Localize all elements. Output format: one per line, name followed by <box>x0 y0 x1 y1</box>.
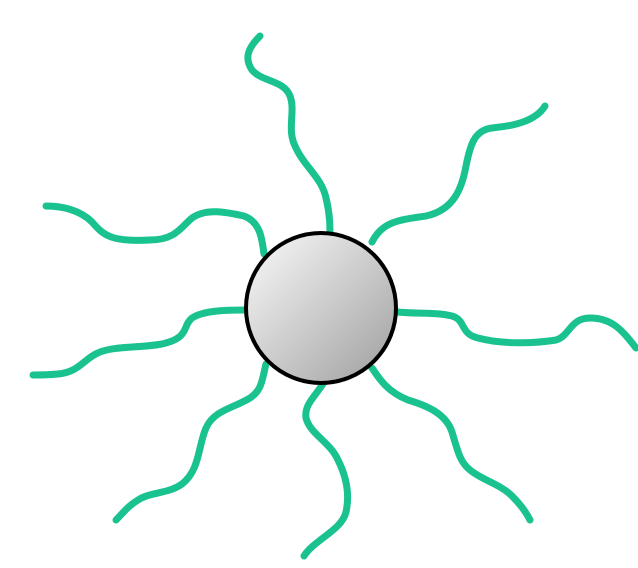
polymer-chain-bottom-right <box>372 368 530 520</box>
polymer-chain-bottom-left <box>116 364 266 520</box>
polymer-chain-lower-left <box>33 310 246 375</box>
polymer-chain-top <box>248 36 330 238</box>
polymer-chain-right <box>398 312 636 348</box>
polymer-chain-top-right <box>372 106 545 242</box>
polymer-chain-left <box>46 206 264 254</box>
nanoparticle-core <box>246 233 396 383</box>
polymer-chain-bottom <box>304 382 348 556</box>
